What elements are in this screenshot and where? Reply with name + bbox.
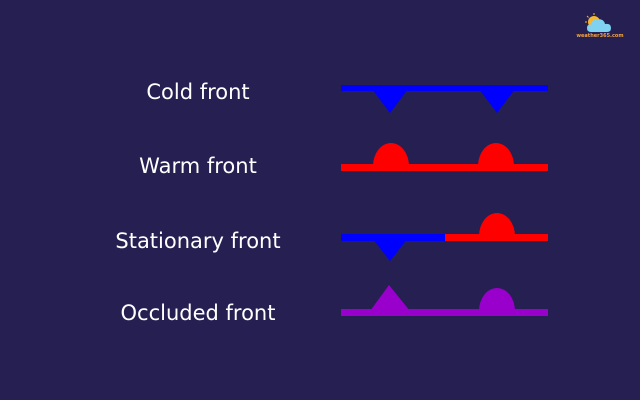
weather365-logo: weather365.com (575, 12, 625, 44)
cold-front-label: Cold front (146, 80, 250, 104)
warm-semicircle-icon (373, 143, 409, 166)
cold-front-line (341, 85, 548, 91)
sun-cloud-icon (585, 13, 611, 32)
cold-triangle-icon (372, 89, 408, 113)
warm-semicircle-icon (479, 213, 515, 236)
occluded-triangle-icon (370, 285, 410, 311)
cold-triangle-icon (372, 238, 408, 261)
occluded-semicircle-icon (479, 288, 515, 311)
warm-front-line (341, 164, 548, 171)
cold-front-symbol (341, 85, 548, 113)
stationary-cold-segment (341, 234, 445, 241)
warm-front-label: Warm front (139, 154, 257, 178)
warm-front-symbol (341, 143, 548, 171)
occluded-front-label: Occluded front (120, 301, 276, 325)
stationary-front-label: Stationary front (115, 229, 281, 253)
cold-triangle-icon (479, 89, 515, 113)
occluded-front-line (341, 309, 548, 316)
logo-text: weather365.com (576, 33, 624, 39)
stationary-front-symbol (341, 213, 548, 261)
stationary-warm-segment (445, 234, 548, 241)
warm-semicircle-icon (478, 143, 514, 166)
occluded-front-symbol (341, 285, 548, 316)
